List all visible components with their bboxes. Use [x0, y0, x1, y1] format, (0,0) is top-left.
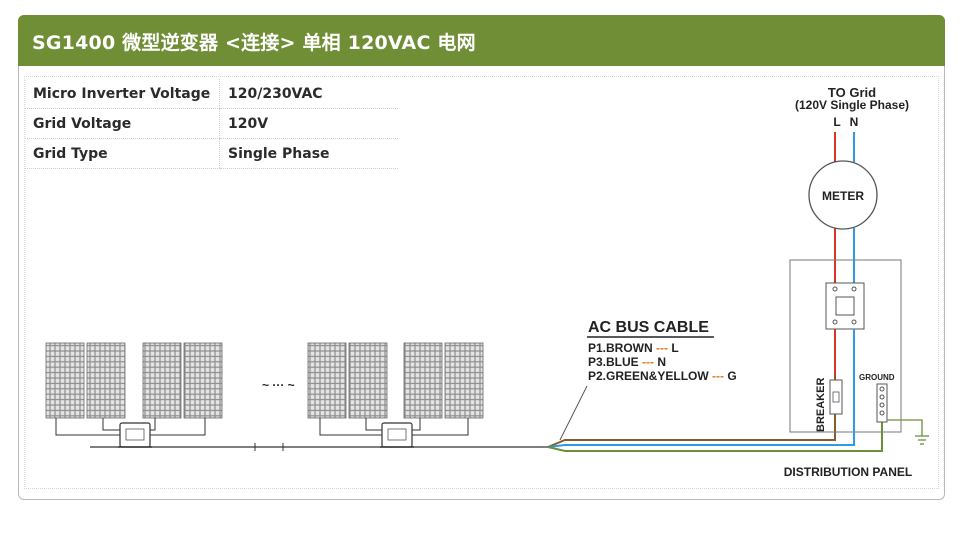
ground-icon — [887, 419, 929, 445]
solar-panel — [444, 342, 484, 419]
spec-label: Grid Type — [25, 138, 220, 169]
branch-breaker — [829, 379, 843, 415]
distribution-panel-box — [789, 259, 902, 433]
wire-code: N — [657, 355, 666, 369]
spec-value: 120/230VAC — [219, 79, 398, 109]
wire-code: G — [727, 369, 736, 383]
to-grid-label: TO Grid — [828, 85, 876, 100]
spec-table: Micro Inverter Voltage 120/230VAC Grid V… — [25, 79, 398, 169]
breaker-label: BREAKER — [815, 378, 827, 432]
solar-panel-group — [45, 342, 484, 419]
solar-panel — [403, 342, 443, 419]
meter-label: METER — [822, 189, 864, 203]
wire-pin: P3.BLUE — [588, 355, 639, 369]
solar-panel — [348, 342, 388, 419]
trunk-cable — [90, 443, 548, 451]
wire-pin: P1.BROWN — [588, 341, 653, 355]
grid-note: (120V Single Phase) — [795, 98, 909, 112]
dc-lead-wires — [55, 418, 469, 436]
spec-value: Single Phase — [219, 138, 398, 169]
ellipsis-text: ~ ··· ~ — [262, 378, 295, 392]
spec-row: Grid Type Single Phase — [25, 138, 398, 169]
solar-panel — [86, 342, 126, 419]
spec-row: Grid Voltage 120V — [25, 108, 398, 139]
distribution-panel-label: DISTRIBUTION PANEL — [784, 465, 912, 479]
ground-bar — [876, 383, 888, 423]
main-breaker — [825, 282, 865, 330]
wire-code: L — [671, 341, 678, 355]
wire-legend-blue: P3.BLUE --- N — [588, 355, 666, 369]
meter: METER — [808, 160, 878, 230]
wire-dash: --- — [712, 369, 724, 383]
wire-legend-green: P2.GREEN&YELLOW --- G — [588, 369, 737, 383]
title-bar: SG1400 微型逆变器 <连接> 单相 120VAC 电网 — [18, 15, 945, 66]
page-title: SG1400 微型逆变器 <连接> 单相 120VAC 电网 — [32, 32, 476, 54]
spec-row: Micro Inverter Voltage 120/230VAC — [25, 79, 398, 109]
solar-panel — [307, 342, 347, 419]
wire-legend-brown: P1.BROWN --- L — [588, 341, 679, 355]
micro-inverter — [380, 422, 414, 448]
spec-label: Grid Voltage — [25, 108, 220, 139]
solar-panel — [183, 342, 223, 419]
wire-dash: --- — [656, 341, 668, 355]
solar-panel — [142, 342, 182, 419]
micro-inverter — [118, 422, 152, 448]
wire-dash: --- — [642, 355, 654, 369]
bus-cable-pointer — [559, 385, 588, 441]
wire-pin: P2.GREEN&YELLOW — [588, 369, 709, 383]
spec-label: Micro Inverter Voltage — [25, 79, 220, 109]
content-area — [24, 76, 939, 489]
ground-label: GROUND — [859, 373, 895, 382]
solar-panel — [45, 342, 85, 419]
bus-cable-title: AC BUS CABLE — [588, 319, 709, 336]
line-n-label: N — [850, 115, 859, 129]
spec-value: 120V — [219, 108, 398, 139]
line-l-label: L — [833, 115, 840, 129]
